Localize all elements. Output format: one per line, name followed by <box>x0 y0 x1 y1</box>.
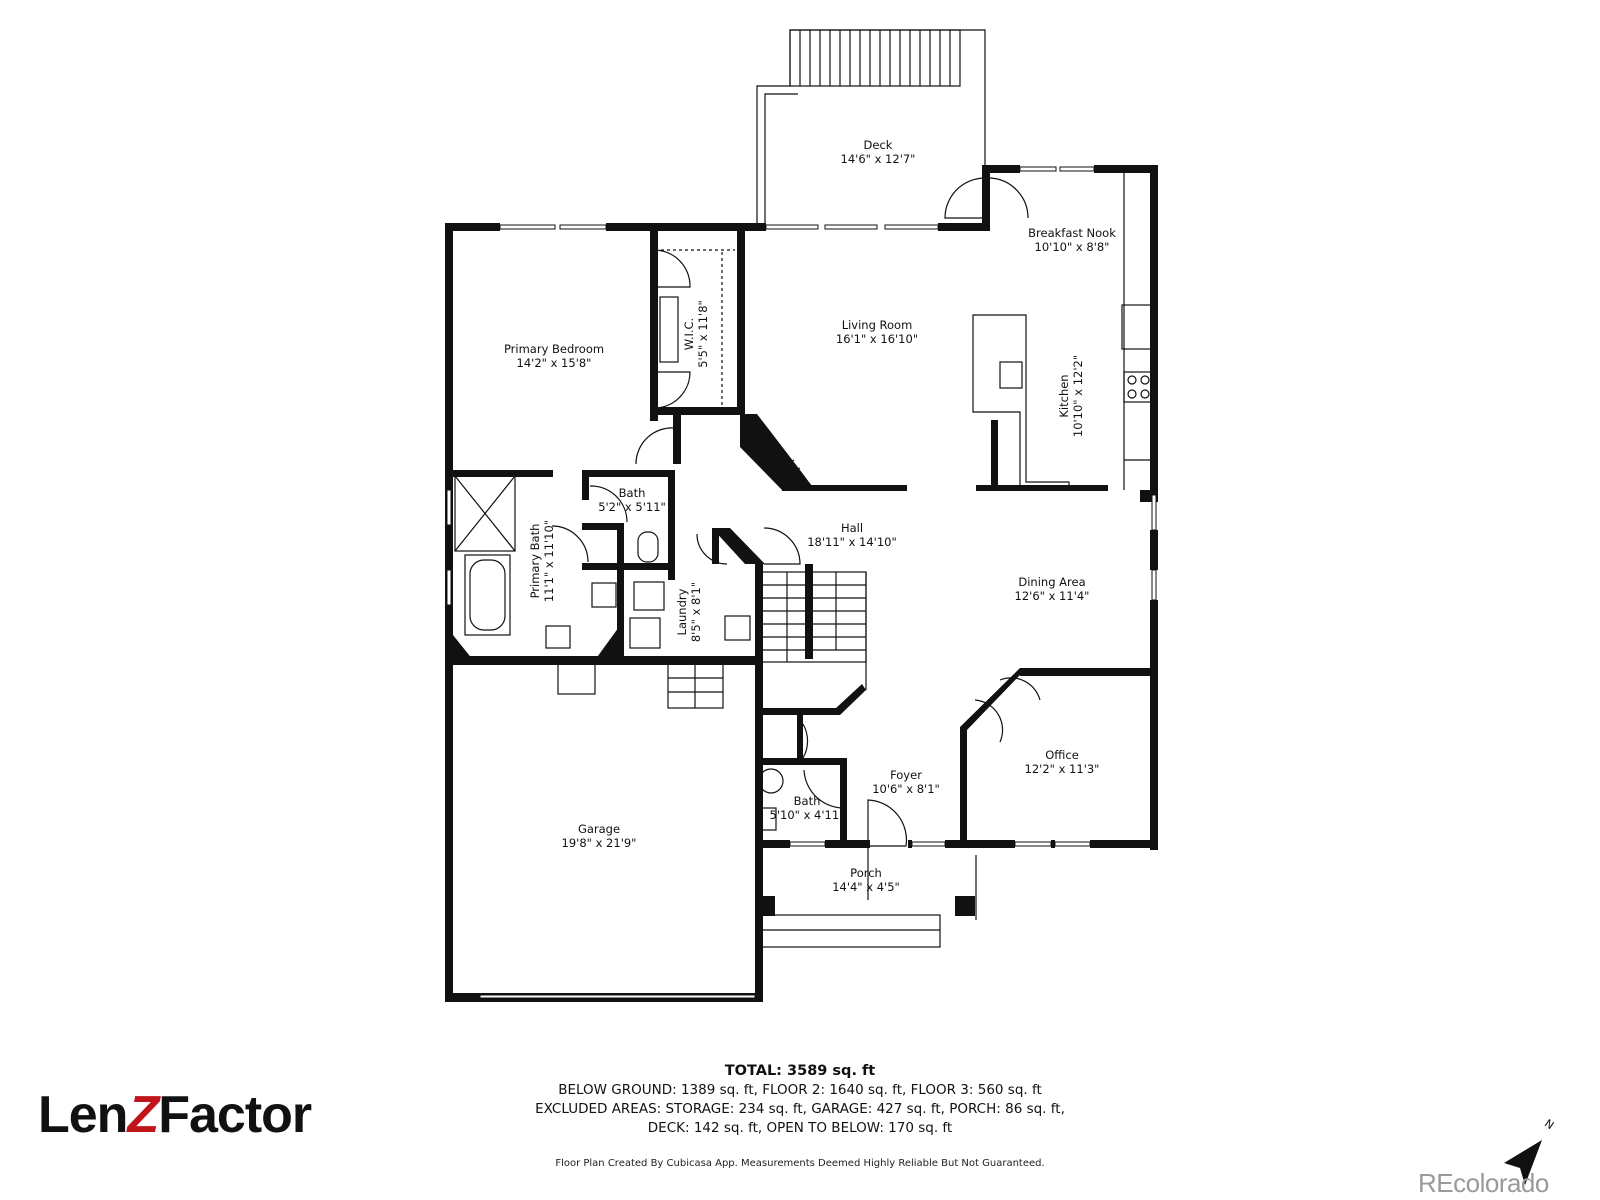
area-floors: BELOW GROUND: 1389 sq. ft, FLOOR 2: 1640… <box>558 1082 1042 1098</box>
room-kitchen: Kitchen 10'10" x 12'2" <box>1057 355 1085 437</box>
room-dims: 10'6" x 8'1" <box>872 782 940 796</box>
garage-stairs <box>667 663 724 709</box>
room-dims: 5'2" x 5'11" <box>598 500 666 514</box>
north-arrow-icon <box>1504 1140 1542 1185</box>
dryer <box>629 617 661 649</box>
room-dims: 10'10" x 8'8" <box>1034 240 1110 254</box>
kitchen-sink <box>999 361 1023 389</box>
vanity-sink-1 <box>591 582 617 608</box>
room-name: Garage <box>577 822 621 836</box>
recolorado-watermark: REcolorado <box>1418 1168 1549 1198</box>
room-hall: Hall 18'11" x 14'10" <box>807 521 897 549</box>
room-name: Hall <box>840 521 864 535</box>
area-excluded-cont: DECK: 142 sq. ft, OPEN TO BELOW: 170 sq.… <box>647 1120 953 1136</box>
logo-z: Z <box>127 1086 159 1144</box>
fridge <box>1121 304 1155 350</box>
room-office: Office 12'2" x 11'3" <box>1025 748 1100 776</box>
room-name: Porch <box>850 866 882 880</box>
room-dims: 11'1" x 11'10" <box>542 519 556 603</box>
room-dims: 14'6" x 12'7" <box>840 152 916 166</box>
room-bath-lower: Bath 5'10" x 4'11" <box>770 794 845 822</box>
room-wic: W.I.C. 5'5" x 11'8" <box>682 300 710 368</box>
area-summary: TOTAL: 3589 sq. ft BELOW GROUND: 1389 sq… <box>480 1062 1120 1138</box>
room-name: Living Room <box>841 318 913 332</box>
room-name: Kitchen <box>1057 374 1071 418</box>
disclaimer: Floor Plan Created By Cubicasa App. Meas… <box>555 1158 1045 1169</box>
room-name: Bath <box>793 794 821 808</box>
room-garage: Garage 19'8" x 21'9" <box>562 822 637 850</box>
room-name: Bath <box>618 486 646 500</box>
room-primary-bath: Primary Bath 11'1" x 11'10" <box>528 520 556 602</box>
room-name: Office <box>1045 748 1079 762</box>
room-dims: 18'11" x 14'10" <box>807 535 897 549</box>
room-name: Dining Area <box>1018 575 1086 589</box>
area-excluded: EXCLUDED AREAS: STORAGE: 234 sq. ft, GAR… <box>535 1101 1065 1117</box>
room-dims: 16'1" x 16'10" <box>835 332 919 346</box>
room-dining-area: Dining Area 12'6" x 11'4" <box>1015 575 1090 603</box>
bathtub <box>464 554 511 636</box>
windows <box>446 166 1157 999</box>
room-name: Primary Bedroom <box>503 342 605 356</box>
room-dims: 5'10" x 4'11" <box>769 808 845 822</box>
room-foyer: Foyer 10'6" x 8'1" <box>872 768 940 796</box>
toilet-upper <box>637 531 659 563</box>
room-dims: 14'4" x 4'5" <box>832 880 900 894</box>
total-area: TOTAL: 3589 sq. ft <box>724 1063 876 1079</box>
room-laundry: Laundry 8'5" x 8'1" <box>675 582 703 642</box>
room-name: Primary Bath <box>528 523 542 599</box>
room-breakfast-nook: Breakfast Nook 10'10" x 8'8" <box>1028 226 1116 254</box>
room-dims: 12'2" x 11'3" <box>1024 762 1100 776</box>
room-name: Foyer <box>890 768 922 782</box>
room-bath-upper: Bath 5'2" x 5'11" <box>598 486 666 514</box>
room-dims: 5'5" x 11'8" <box>696 300 710 368</box>
room-dims: 14'2" x 15'8" <box>516 356 592 370</box>
cooktop <box>1123 371 1155 403</box>
vanity-sink-2 <box>545 625 571 649</box>
deck-stairs <box>789 29 961 87</box>
logo-text-2: Factor <box>158 1086 312 1144</box>
logo-text-1: Len <box>38 1086 128 1144</box>
main-stairs <box>761 571 867 690</box>
room-dims: 10'10" x 12'2" <box>1071 354 1085 438</box>
room-name: W.I.C. <box>682 317 696 351</box>
room-dims: 8'5" x 8'1" <box>689 581 703 643</box>
lenzfactor-logo: LenZFactor <box>38 1085 312 1145</box>
room-name: Laundry <box>675 588 689 636</box>
washer <box>633 581 665 611</box>
room-porch: Porch 14'4" x 4'5" <box>832 866 900 894</box>
room-primary-bedroom: Primary Bedroom 14'2" x 15'8" <box>504 342 604 370</box>
room-dims: 12'6" x 11'4" <box>1014 589 1090 603</box>
room-living-room: Living Room 16'1" x 16'10" <box>836 318 918 346</box>
laundry-sink <box>724 615 751 641</box>
room-dims: 19'8" x 21'9" <box>561 836 637 850</box>
garage-cabinet <box>557 663 596 695</box>
room-name: Breakfast Nook <box>1028 226 1116 240</box>
room-name: Deck <box>863 138 893 152</box>
kitchen-island <box>972 314 1070 491</box>
room-deck: Deck 14'6" x 12'7" <box>841 138 916 166</box>
porch-steps <box>759 914 941 948</box>
walls <box>445 165 1158 1002</box>
